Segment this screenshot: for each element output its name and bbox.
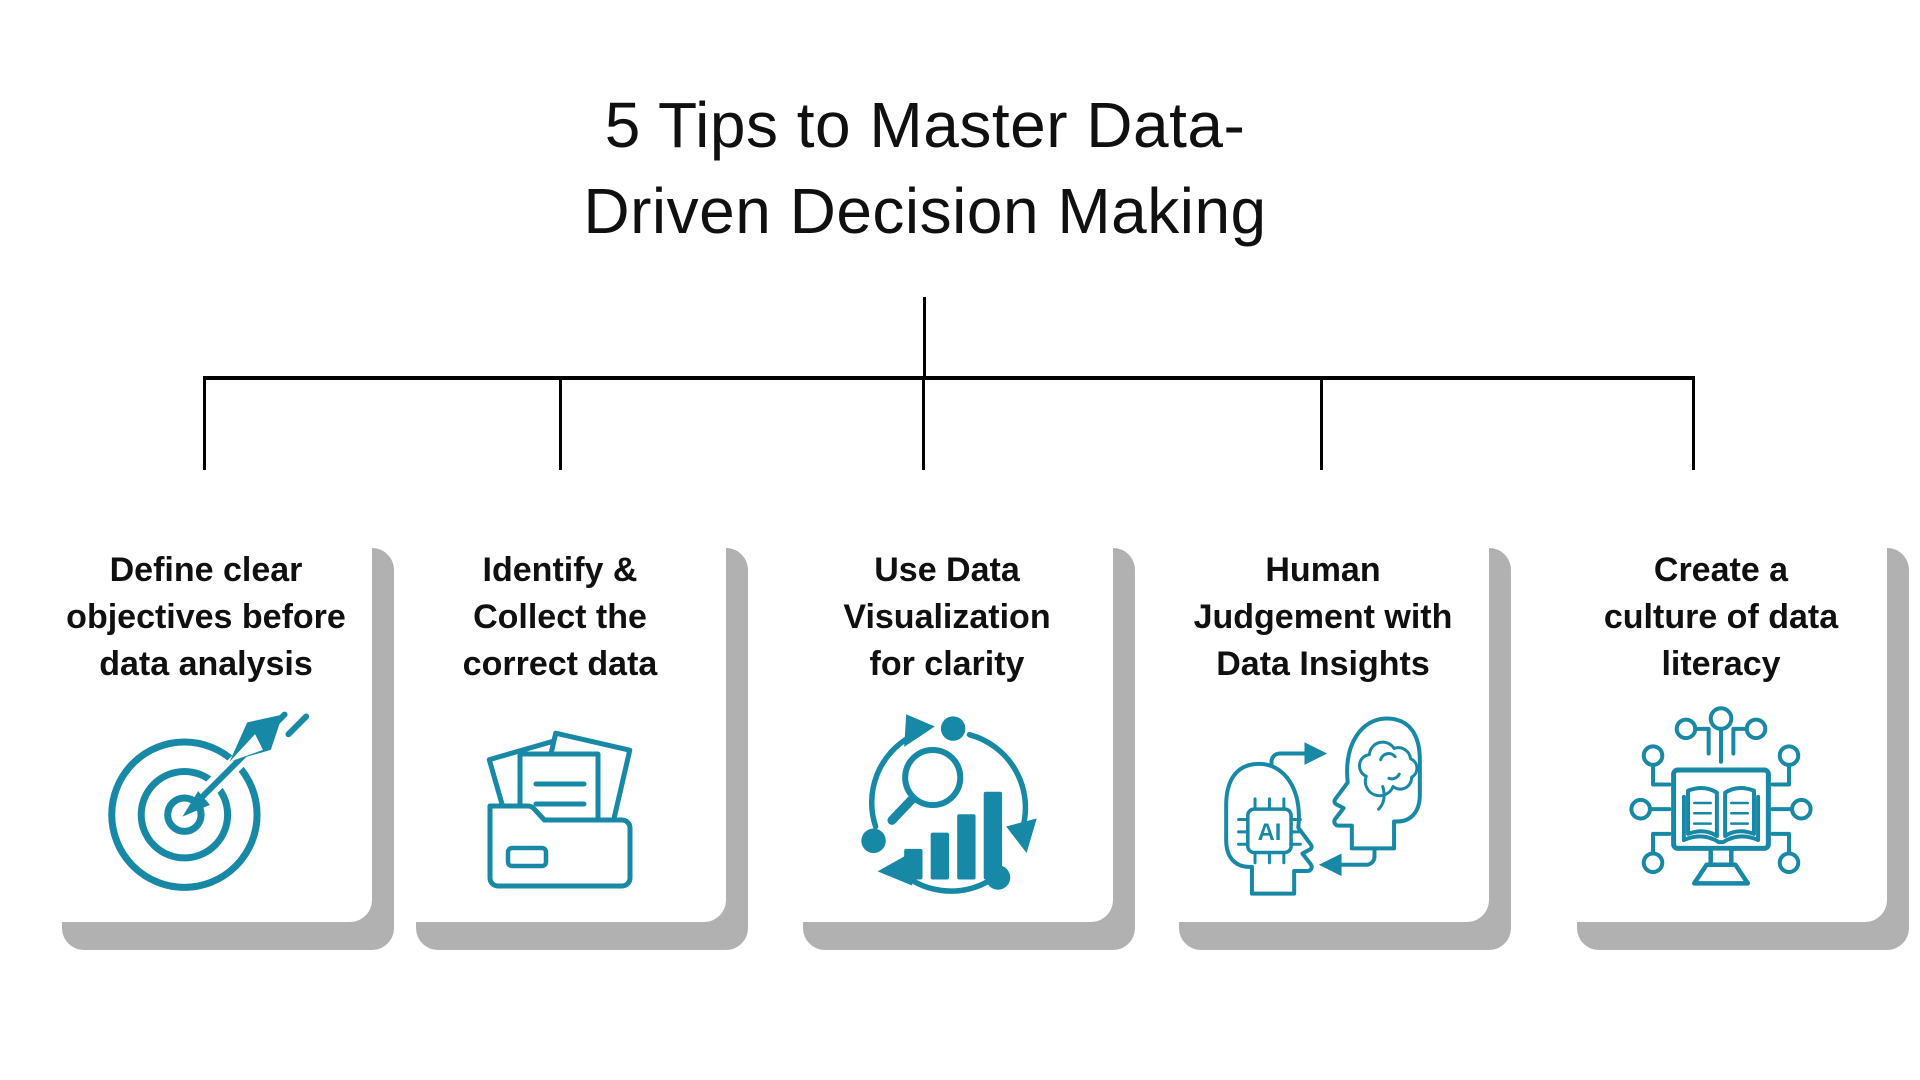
card-title-line: correct data [462, 645, 658, 683]
card-title: Define clear objectives before data anal… [40, 547, 372, 688]
human-head-with-brain [1334, 719, 1419, 849]
card-title: Create a culture of data literacy [1555, 547, 1887, 688]
dart-arrow [182, 713, 306, 817]
ai-chip-label: AI [1258, 820, 1282, 846]
connector-drop-line-3 [922, 379, 925, 470]
card-human-judgement: Human Judgement with Data Insights [1157, 520, 1489, 922]
data-visualization-cycle-icon [845, 700, 1049, 904]
card-title-line: Create a [1653, 551, 1789, 589]
card-title-line: objectives before [66, 598, 346, 636]
circuit-nodes [1631, 708, 1810, 872]
page-title: 5 Tips to Master Data- Driven Decision M… [583, 82, 1266, 254]
card-identify-collect-data: Identify & Collect the correct data [394, 520, 726, 922]
card-data-visualization: Use Data Visualization for clarity [781, 520, 1113, 922]
brain-icon [1359, 742, 1416, 809]
page-title-line-1: 5 Tips to Master Data- [604, 89, 1246, 161]
exchange-arrows [1272, 742, 1375, 877]
cycle-arrows [861, 714, 1037, 891]
card-title: Use Data Visualization for clarity [781, 547, 1113, 688]
card-title: Human Judgement with Data Insights [1157, 547, 1489, 688]
card-title-line: Collect the [473, 598, 647, 636]
bullseye [112, 742, 257, 887]
magnifier-icon [892, 750, 960, 820]
connector-drop-line-5 [1692, 379, 1695, 470]
card-title-line: culture of data [1603, 598, 1839, 636]
connector-horizontal-line [203, 376, 1695, 380]
ai-head-with-chip: AI [1226, 764, 1311, 894]
card-title-line: Data Insights [1216, 645, 1430, 683]
card-title-line: Define clear [109, 551, 303, 589]
card-title-line: Use Data [874, 551, 1020, 589]
connector-drop-line-2 [559, 379, 562, 470]
page-title-line-2: Driven Decision Making [583, 175, 1267, 247]
open-book [1684, 788, 1758, 842]
card-title-line: literacy [1661, 645, 1781, 683]
card-title: Identify & Collect the correct data [394, 547, 726, 688]
bar-chart [904, 791, 1003, 880]
folder-documents-icon [460, 700, 660, 900]
human-ai-exchange-icon: AI [1220, 700, 1426, 906]
card-title-line: Judgement with [1193, 598, 1453, 636]
connector-drop-line-1 [203, 379, 206, 470]
card-title-line: Identify & [482, 551, 638, 589]
card-data-literacy: Create a culture of data literacy [1555, 520, 1887, 922]
connector-stem-line [923, 297, 926, 378]
target-arrow-icon [98, 700, 314, 898]
ai-chip: AI [1239, 799, 1301, 863]
card-title-line: Visualization [843, 598, 1051, 636]
card-title-line: Human [1265, 551, 1381, 589]
data-literacy-monitor-icon [1618, 700, 1824, 906]
folder [490, 806, 630, 886]
card-define-objectives: Define clear objectives before data anal… [40, 520, 372, 922]
connector-drop-line-4 [1320, 379, 1323, 470]
card-title-line: for clarity [869, 645, 1025, 683]
card-title-line: data analysis [99, 645, 313, 683]
